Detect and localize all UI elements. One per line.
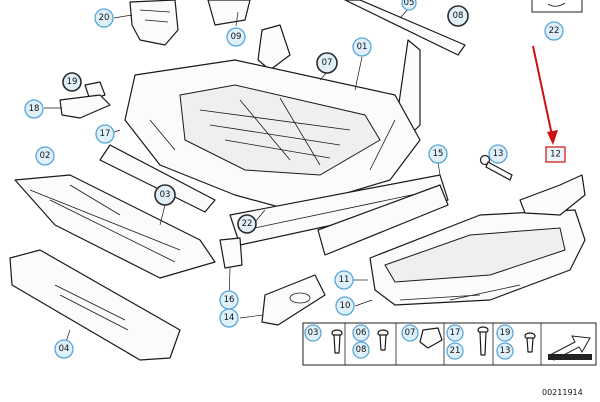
callout-03: 03 [154, 184, 176, 206]
callout-20: 20 [94, 8, 114, 28]
callout-16: 16 [219, 290, 239, 310]
svg-text:22: 22 [549, 26, 560, 36]
hardware-legend: 03 06 08 07 17 21 19 13 [302, 322, 597, 366]
part-seat-frame [124, 59, 421, 211]
svg-text:02: 02 [40, 151, 51, 161]
legend-callout-03: 03 [304, 324, 322, 342]
legend-callout-19: 19 [496, 324, 514, 342]
callout-02: 02 [35, 146, 55, 166]
callout-18: 18 [24, 99, 44, 119]
callout-17: 17 [95, 124, 115, 144]
legend-callout-17: 17 [446, 324, 464, 342]
part-bottom-cover-02 [14, 174, 216, 279]
callout-14: 14 [219, 308, 239, 328]
part-front-panel-04 [9, 249, 181, 361]
legend-callout-08: 08 [352, 341, 370, 359]
svg-text:21: 21 [450, 346, 461, 356]
callout-22-mid: 22 [237, 214, 257, 234]
svg-text:01: 01 [357, 42, 368, 52]
legend-callout-13: 13 [496, 342, 514, 360]
legend-screw-03 [331, 329, 343, 354]
inset-box-top-right [531, 0, 583, 13]
drawing-code: 00211914 [542, 388, 583, 397]
svg-text:13: 13 [493, 149, 504, 159]
svg-text:08: 08 [356, 345, 367, 355]
callout-10: 10 [335, 296, 355, 316]
svg-text:15: 15 [433, 149, 444, 159]
legend-screw-17 [477, 326, 489, 356]
callout-09: 09 [226, 27, 246, 47]
svg-text:07: 07 [322, 58, 333, 68]
part-bar-15 [317, 184, 449, 256]
svg-text:19: 19 [500, 328, 511, 338]
highlight-arrow [532, 45, 558, 145]
part-cover-14 [261, 274, 326, 326]
svg-text:22: 22 [242, 219, 253, 229]
legend-screw-06 [377, 329, 389, 351]
legend-callout-07: 07 [401, 324, 419, 342]
legend-screw-19 [524, 332, 536, 353]
part-bracket-18 [59, 94, 111, 119]
part-headrest-bracket [129, 0, 179, 46]
callout-12-highlighted: 12 [545, 146, 566, 163]
svg-text:11: 11 [339, 275, 350, 285]
callout-22-top: 22 [544, 21, 564, 41]
svg-text:10: 10 [340, 301, 351, 311]
callout-19: 19 [62, 72, 82, 92]
legend-clip-07 [419, 327, 443, 349]
part-side-trim-10-11 [369, 209, 586, 306]
callout-15: 15 [428, 144, 448, 164]
svg-text:07: 07 [405, 328, 416, 338]
leader-lines [44, 7, 441, 349]
part-end-cap-12 [519, 174, 586, 216]
legend-callout-06: 06 [352, 324, 370, 342]
svg-text:18: 18 [29, 104, 40, 114]
svg-text:03: 03 [160, 190, 171, 200]
svg-text:06: 06 [356, 328, 367, 338]
svg-text:09: 09 [231, 32, 242, 42]
part-bolt-13 [479, 154, 513, 181]
svg-text:04: 04 [59, 344, 70, 354]
part-seat-runner-left [99, 144, 216, 213]
svg-text:08: 08 [453, 11, 464, 21]
callout-05: 05 [401, 0, 417, 11]
svg-text:20: 20 [99, 13, 110, 23]
part-rail-rod [344, 0, 466, 56]
callout-01: 01 [352, 37, 372, 57]
svg-text:19: 19 [67, 77, 78, 87]
svg-text:12: 12 [550, 150, 561, 160]
callout-11: 11 [334, 270, 354, 290]
callout-08: 08 [447, 5, 469, 27]
callout-13: 13 [488, 144, 508, 164]
svg-text:17: 17 [100, 129, 111, 139]
svg-text:05: 05 [404, 0, 415, 8]
legend-arrow-symbol [548, 335, 592, 361]
part-seat-runner-right [229, 174, 449, 246]
part-backrest-frame-left [207, 0, 291, 71]
legend-callout-21: 21 [446, 342, 464, 360]
svg-text:17: 17 [450, 328, 461, 338]
svg-text:13: 13 [500, 346, 511, 356]
svg-text:03: 03 [308, 328, 319, 338]
svg-text:14: 14 [224, 313, 235, 323]
part-connector-16 [219, 237, 243, 269]
svg-text:16: 16 [224, 295, 235, 305]
callout-07: 07 [316, 52, 338, 74]
callout-04: 04 [54, 339, 74, 359]
